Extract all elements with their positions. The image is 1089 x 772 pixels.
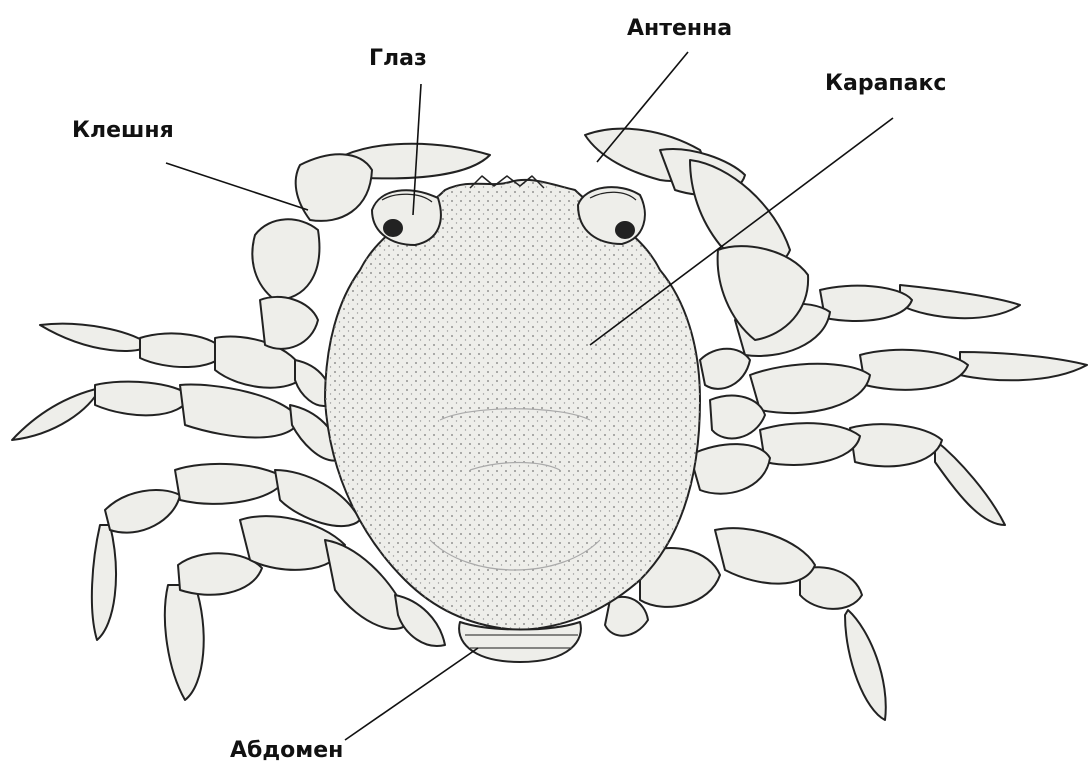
- label-abdomen: Абдомен: [230, 740, 343, 762]
- label-carapace: Карапакс: [825, 73, 946, 95]
- left-eye: [372, 190, 441, 245]
- left-leg-2: [12, 382, 340, 461]
- label-claw: Клешня: [72, 120, 174, 142]
- claw-leader: [166, 163, 308, 210]
- label-eye: Глаз: [369, 48, 427, 70]
- label-antenna: Антенна: [627, 18, 732, 40]
- abdomen-leader: [345, 648, 478, 740]
